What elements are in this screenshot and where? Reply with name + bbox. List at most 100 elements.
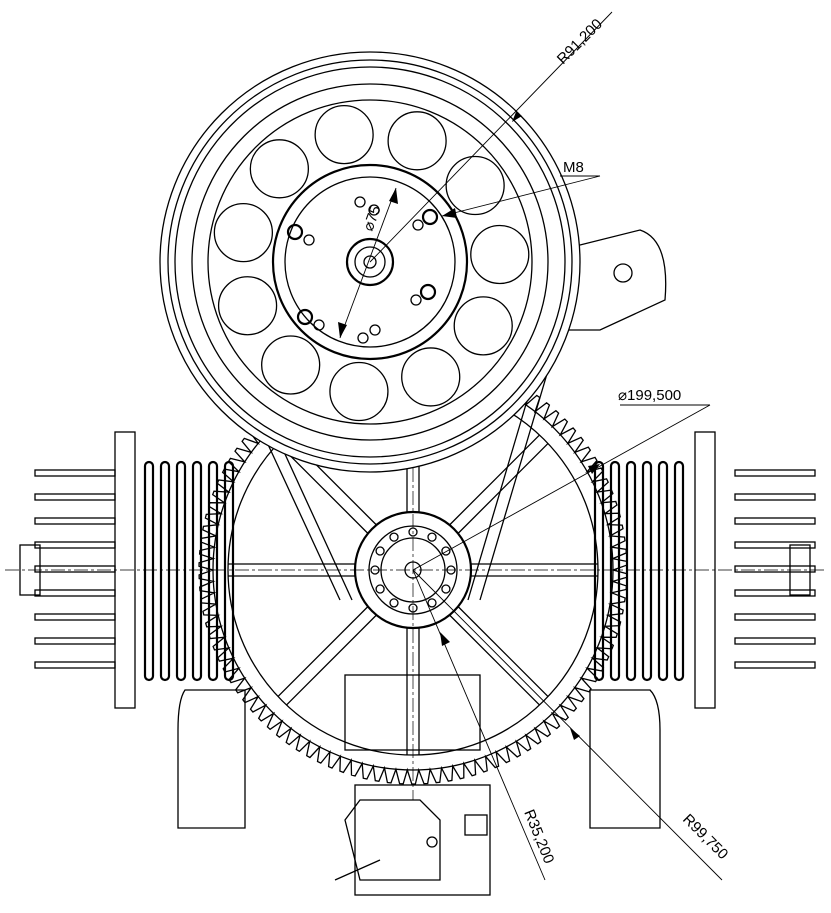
hub-hole: [389, 598, 399, 608]
gear-diameter-value: 199,500: [627, 387, 681, 404]
diameter-symbol: ⌀: [618, 387, 627, 404]
cooling-fin: [734, 565, 816, 573]
cooling-fin: [734, 469, 816, 477]
cooling-fin: [734, 493, 816, 501]
pulley-hole: [249, 139, 310, 199]
left-mount: [177, 689, 246, 829]
cooling-fin: [734, 589, 816, 597]
cooling-fin: [734, 541, 816, 549]
pulley-hole: [470, 224, 530, 285]
cooling-fin: [34, 469, 116, 477]
pulley-hole: [387, 111, 447, 171]
cylinder-fin: [159, 460, 171, 682]
pulley-hole: [213, 202, 274, 263]
gear-spokes: [228, 385, 598, 755]
cylinder-fin: [175, 460, 187, 682]
label-gear-radius: R99,750: [679, 811, 731, 863]
cooling-fin: [34, 565, 116, 573]
spark-plug: [19, 544, 41, 596]
bracket-hole: [613, 263, 633, 283]
dowel-hole: [412, 219, 424, 231]
hub-center: [404, 561, 422, 579]
hub-hole: [441, 584, 451, 594]
right-mount: [589, 689, 661, 829]
cooling-fin: [734, 613, 816, 621]
cylinder-fin: [673, 460, 685, 682]
cooling-fin: [734, 637, 816, 645]
dowel-hole: [303, 234, 315, 246]
hub-hole: [389, 532, 399, 542]
gear-spoke: [449, 614, 541, 706]
label-bolt-circle: ⌀75: [360, 203, 385, 233]
pulley-lightening-holes: [213, 104, 530, 422]
dowel-hole: [368, 204, 380, 216]
hub-hole: [427, 532, 437, 542]
hub-hole: [408, 603, 418, 613]
hub-hole: [375, 584, 385, 594]
cylinder-fin: [143, 460, 155, 682]
gear-spoke: [457, 442, 549, 534]
gear-spoke: [285, 614, 377, 706]
dowel-hole: [410, 294, 422, 306]
m8-bolt-hole: [369, 324, 381, 336]
cylinder-fin: [191, 460, 203, 682]
pulley-hole: [217, 276, 278, 336]
label-thread: M8: [563, 159, 584, 176]
hub-hole: [441, 546, 451, 556]
hub-hole: [375, 546, 385, 556]
hub-inner: [368, 525, 458, 615]
left-cylinder: [19, 431, 235, 709]
pulley-hole: [329, 361, 389, 422]
svg-text:⌀75: ⌀75: [360, 203, 385, 233]
cooling-fin: [34, 589, 116, 597]
hub-plate-holes: [286, 196, 439, 344]
gear-spoke: [277, 442, 369, 534]
pulley-hole: [445, 155, 505, 216]
cooling-fin: [34, 637, 116, 645]
label-gear-diameter: ⌀199,500: [618, 387, 681, 404]
dowel-hole: [357, 332, 369, 344]
hub-hole: [370, 565, 380, 575]
cylinder-fin: [593, 460, 605, 682]
hub-hole: [408, 527, 418, 537]
pulley-hole: [261, 335, 321, 395]
pulley-hole: [401, 347, 461, 407]
m8-bolt-hole: [354, 196, 366, 208]
cooling-fin: [34, 613, 116, 621]
dimension-lines: [338, 11, 723, 881]
bolt-circle-value: 75: [363, 203, 385, 224]
cooling-fin: [34, 661, 116, 669]
crankcase: [344, 674, 481, 751]
hub-bolt-holes: [370, 527, 456, 613]
hub-bore-ring: [380, 537, 446, 603]
spark-plug: [789, 544, 811, 596]
m8-bolt-hole: [286, 223, 304, 241]
m8-bolt-hole: [421, 208, 439, 226]
m8-bolt-hole: [296, 308, 314, 326]
cooling-fin: [734, 661, 816, 669]
gear-spoke: [457, 606, 549, 698]
right-cylinder: [593, 431, 816, 709]
cylinder-flange: [694, 431, 716, 709]
m8-bolt-hole: [419, 283, 437, 301]
gear-spoke: [277, 606, 369, 698]
carburetor: [334, 784, 491, 896]
cooling-fin: [34, 541, 116, 549]
hub-hole: [446, 565, 456, 575]
cooling-fin: [34, 517, 116, 525]
cylinder-fin: [641, 460, 653, 682]
cooling-fin: [734, 517, 816, 525]
pulley-center-boss: [345, 237, 395, 287]
pulley-hole: [453, 296, 513, 356]
cylinder-fin: [625, 460, 637, 682]
cylinder-fin: [657, 460, 669, 682]
cooling-fin: [34, 493, 116, 501]
hub-hole: [427, 598, 437, 608]
pulley-hole: [314, 104, 374, 165]
gear-hub: [353, 510, 473, 630]
label-pulley-radius: R91,200: [554, 16, 606, 68]
label-hub-radius: R35,200: [520, 807, 557, 866]
alternator-bracket: [559, 229, 667, 331]
